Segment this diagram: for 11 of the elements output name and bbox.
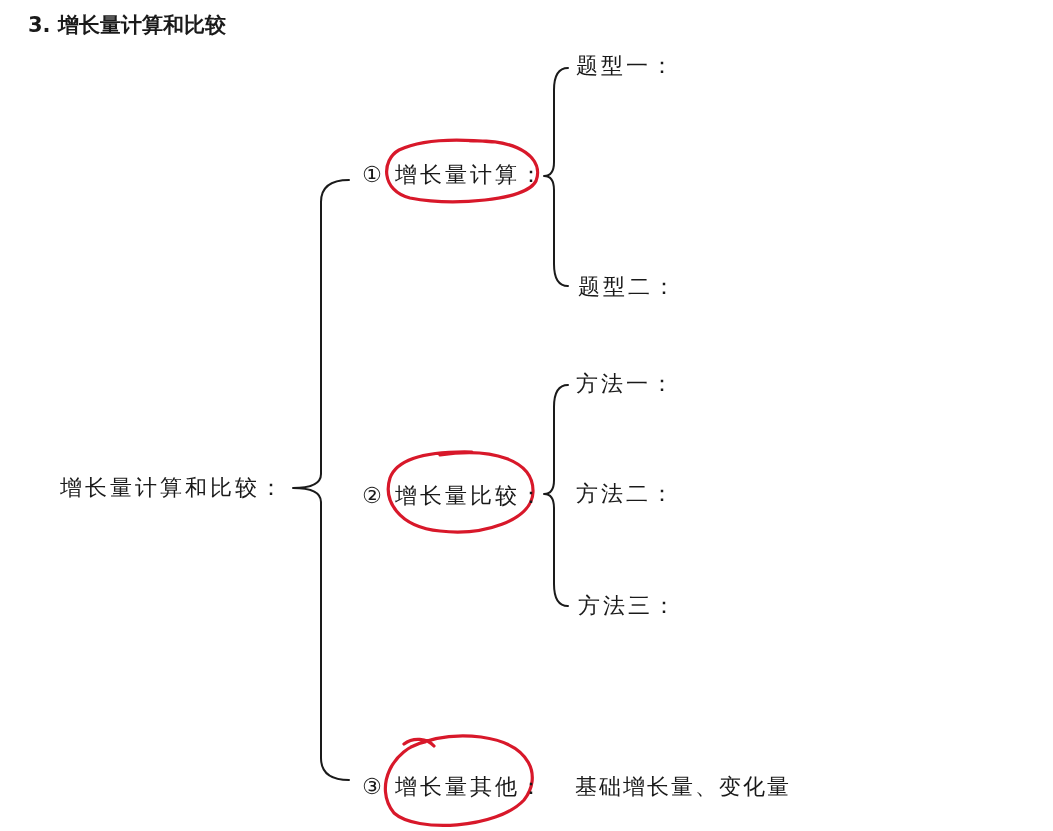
title: 3. 增长量计算和比较	[28, 12, 226, 39]
topic-label: ① 增长量计算：	[362, 160, 545, 190]
topic-label: 题型一：	[576, 51, 676, 81]
topic-label: ② 增长量比较：	[362, 481, 545, 511]
topic-label: 题型二：	[578, 272, 678, 302]
topic-label: ③ 增长量其他：	[362, 772, 545, 802]
topic-label: 方法三：	[578, 591, 678, 621]
topic-label: 方法二：	[576, 479, 676, 509]
note-text: 基础增长量、变化量	[575, 773, 791, 801]
topic-label: 方法一：	[576, 369, 676, 399]
topic-label: 增长量计算和比较：	[60, 473, 285, 503]
